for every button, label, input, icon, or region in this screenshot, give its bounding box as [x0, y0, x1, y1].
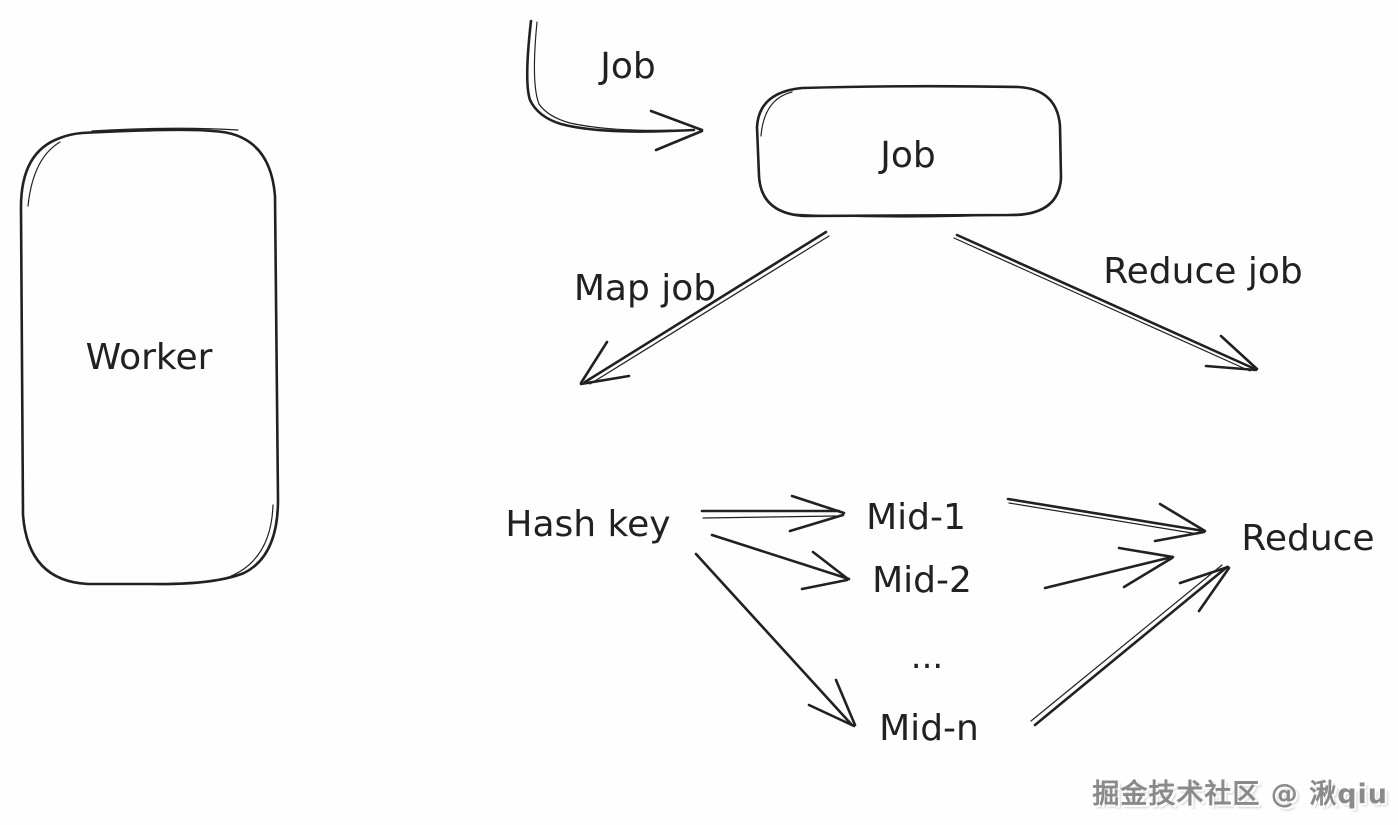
worker-box-sketch-stroke	[27, 141, 61, 207]
midn-to-reduce-edge	[1030, 564, 1231, 727]
reduce-label: Reduce	[1241, 518, 1374, 559]
mid1-to-reduce-arrow-line	[1006, 497, 1206, 533]
watermark: 掘金技术社区 @ 湫qiu	[1092, 779, 1388, 810]
mid1-to-reduce-arrow-sketch-stroke	[1008, 502, 1199, 535]
job-input-label: Job	[598, 46, 656, 87]
hash-to-mid2-edge	[710, 533, 851, 591]
reduce-job-edge: Reduce job	[953, 233, 1303, 372]
hash-to-midn-arrow-line	[694, 552, 854, 727]
job-box-sketch-stroke	[789, 213, 1021, 218]
reduce-job-arrow-line	[955, 233, 1257, 371]
midn-to-reduce-arrowhead-icon	[1178, 565, 1231, 613]
job-node: Job	[755, 84, 1063, 218]
job-input-arrowhead-icon	[649, 109, 704, 152]
hash-to-mid2-arrow-line	[710, 533, 851, 581]
job-box-sketch-stroke	[760, 91, 793, 137]
map-job-arrowhead-icon	[579, 340, 631, 386]
reduce-job-label: Reduce job	[1103, 251, 1302, 292]
worker-node: Worker	[19, 127, 280, 586]
mid2-to-reduce-edge	[1043, 546, 1175, 590]
hash-to-midn-edge	[694, 552, 857, 728]
mid2-to-reduce-arrow-line	[1043, 555, 1174, 590]
midn-label: Mid-n	[879, 708, 979, 749]
job-box-label: Job	[878, 135, 936, 176]
map-job-edge: Map job	[574, 230, 830, 386]
hash-key-label: Hash key	[505, 504, 670, 545]
job-input-edge: Job	[525, 19, 704, 152]
midn-to-reduce-arrow-sketch-stroke	[1030, 564, 1223, 722]
worker-box-sketch-stroke	[91, 127, 239, 132]
midn-to-reduce-arrow-line	[1033, 565, 1229, 727]
map-job-arrow-line	[583, 230, 828, 384]
map-job-label: Map job	[574, 268, 716, 309]
mid-ellipsis-label: ...	[911, 637, 943, 677]
hash-to-midn-arrowhead-icon	[807, 678, 857, 728]
mid1-to-reduce-arrowhead-icon	[1153, 502, 1207, 543]
hash-to-mid1-arrow-sketch-stroke	[702, 515, 837, 519]
job-input-arrow-sketch-stroke	[533, 21, 681, 131]
worker-box-outline	[19, 128, 280, 586]
hash-to-mid2-arrowhead-icon	[800, 550, 850, 591]
job-box-outline	[755, 84, 1063, 218]
reduce-job-arrow-sketch-stroke	[953, 237, 1251, 372]
job-input-arrow-line	[525, 19, 696, 133]
mid2-to-reduce-arrowhead-icon	[1117, 546, 1175, 589]
mid1-to-reduce-edge	[1006, 497, 1207, 543]
reduce-job-arrowhead-icon	[1204, 334, 1259, 372]
map-job-arrow-sketch-stroke	[589, 235, 830, 385]
hash-to-mid1-edge	[700, 494, 846, 533]
hash-to-mid1-arrowhead-icon	[788, 494, 846, 533]
worker-box-sketch-stroke	[225, 504, 274, 579]
worker-label: Worker	[86, 337, 213, 378]
mid2-label: Mid-2	[872, 560, 972, 601]
mid1-label: Mid-1	[866, 497, 966, 538]
